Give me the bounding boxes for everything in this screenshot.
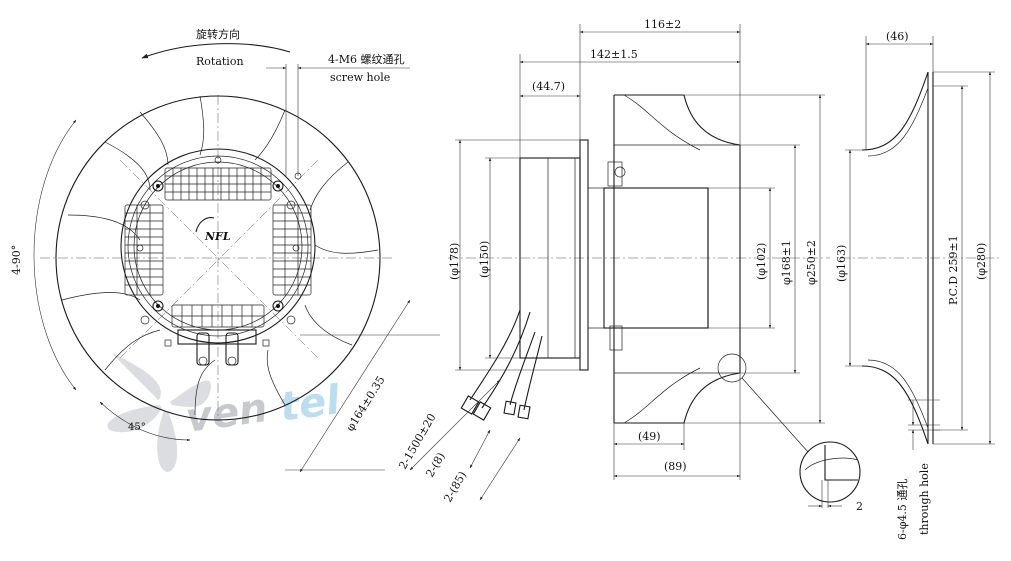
motor-housing-circle (120, 148, 316, 344)
side-view: 2 116±2 142±1.5 (44.7) (φ178) (φ150) (φ1… (448, 18, 863, 513)
mounting-flange (579, 139, 589, 371)
screw-hole-callout: 4-M6 螺纹通孔 screw hole (266, 52, 410, 176)
vent-grid-bottom (171, 304, 265, 328)
dia164-label: φ164±0.35 (344, 374, 388, 434)
through-hole-label-en: through hole (918, 463, 931, 535)
detail-dim-2-label: 2 (856, 500, 863, 513)
bolt-top (607, 161, 623, 187)
dia164-dim-line (299, 299, 411, 473)
cable-85-dim (479, 437, 521, 501)
dia150-label: (φ150) (478, 241, 491, 278)
front-centerline-d2 (119, 159, 319, 359)
front-view: NFL 旋转方向 Rotation 4-M6 螺纹通孔 screw hole 4… (10, 27, 543, 505)
rotation-arrow (141, 43, 291, 59)
dim-89-label: (89) (664, 460, 687, 473)
motor-housing-inner (127, 155, 309, 337)
rotation-label-cn: 旋转方向 (196, 27, 240, 41)
terminal-box (164, 329, 270, 366)
bolt-bottom (609, 325, 623, 351)
dim-46-label: (46) (886, 30, 909, 43)
cable-8-label: 2-(8) (423, 450, 447, 479)
dia168-label: φ168±1 (780, 240, 793, 285)
impeller-blades (61, 95, 379, 416)
screw-hole-label-en: screw hole (330, 71, 390, 84)
ring-view: (46) (φ163) P.C.D 259±1 (φ280) 6-φ4.5 通孔… (835, 30, 1000, 540)
dim-44-7-label: (44.7) (532, 80, 565, 93)
impeller-side-profile (613, 94, 741, 424)
impeller-outer-circle (55, 95, 381, 421)
rotation-label-en: Rotation (196, 55, 244, 68)
detail-circle-large (799, 441, 861, 503)
screw-holes (136, 156, 302, 325)
detail-circle-small (717, 353, 747, 383)
cable-1500-dim (409, 379, 501, 471)
inlet-ring-profile (861, 71, 934, 445)
logo-text: NFL (204, 230, 231, 243)
vent-grid-top (164, 167, 272, 201)
dim-116-label: 116±2 (644, 18, 681, 31)
dia102-label: (φ102) (755, 243, 768, 280)
nfl-logo: NFL (195, 217, 231, 243)
dim-142-label: 142±1.5 (590, 48, 638, 61)
pcd-label: P.C.D 259±1 (947, 235, 960, 305)
through-hole-label-cn: 6-φ4.5 通孔 (896, 479, 909, 540)
dia250-label: φ250±2 (805, 240, 818, 285)
screw-hole-label-cn: 4-M6 螺纹通孔 (328, 52, 404, 66)
dim-49-label: (49) (638, 430, 661, 443)
watermark-text-gray: ven (183, 385, 270, 442)
vent-grid-left (124, 204, 164, 296)
dia178-label: (φ178) (448, 243, 461, 280)
angle-90-label: 4-90° (10, 245, 23, 275)
vent-grid-right (272, 204, 312, 296)
angle-45-label: 45° (128, 422, 146, 433)
angle-90-arc (33, 119, 77, 391)
cable-85-label: 2-(85) (441, 469, 469, 504)
angle-45-arc (99, 401, 191, 442)
dia280-label: (φ280) (975, 243, 988, 280)
watermark-text-blue: tel (277, 377, 344, 431)
watermark: ven tel (107, 353, 344, 472)
cable (460, 309, 543, 421)
dia163-label: (φ163) (835, 245, 848, 282)
cable-8-dim (469, 429, 491, 469)
